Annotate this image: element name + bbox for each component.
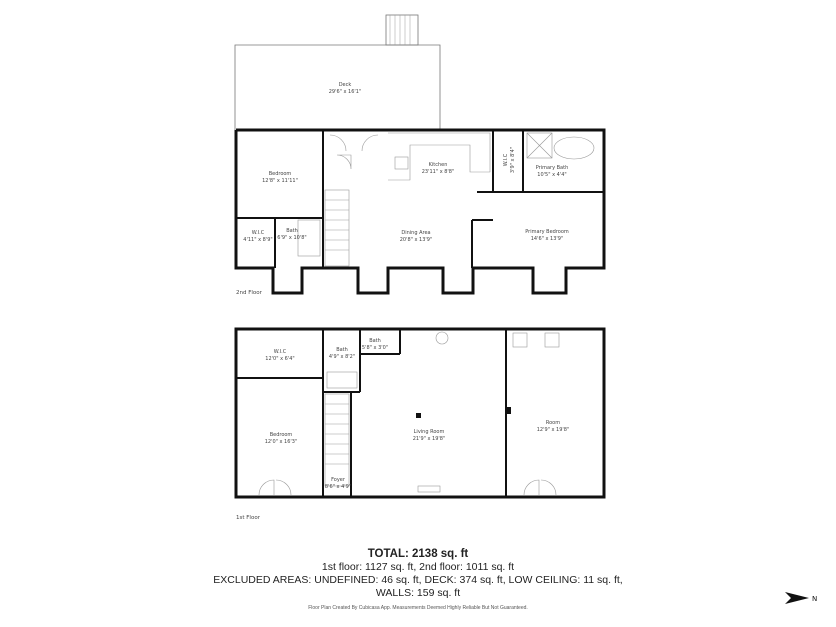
column	[416, 413, 421, 418]
second-floor-walls	[234, 128, 606, 295]
room-name: Bath	[369, 338, 381, 344]
room-dims: 21'9" x 19'8"	[413, 436, 446, 442]
room-dims: 10'5" x 4'4"	[537, 172, 566, 178]
room-dims: 3'9" x 8'4"	[510, 147, 516, 173]
second-floor-labels: Deck 29'6" x 16'1" Bedroom 12'8" x 11'11…	[236, 82, 569, 296]
room-dims: 6'9" x 10'8"	[277, 235, 306, 241]
room-name: W.I.C	[252, 230, 265, 236]
floor-label: 1st Floor	[236, 515, 261, 521]
first-floor-labels: W.I.C 12'0" x 6'4" Bath 4'9" x 8'2" Bath…	[236, 338, 569, 521]
floor-areas: 1st floor: 1127 sq. ft, 2nd floor: 1011 …	[321, 561, 515, 573]
room-dims: 12'0" x 6'4"	[265, 356, 294, 362]
room-dims: 14'6" x 13'9"	[531, 236, 564, 242]
room-name: Deck	[339, 82, 352, 88]
total-area: TOTAL: 2138 sq. ft	[367, 548, 469, 560]
room-dims: 23'11" x 8'8"	[422, 169, 455, 175]
room-dims: 12'0" x 16'3"	[265, 439, 298, 445]
room-name: Bedroom	[270, 432, 293, 438]
room-dims: 4'9" x 8'2"	[329, 354, 355, 360]
room-name: Primary Bedroom	[525, 229, 569, 235]
room-name: Bath	[286, 228, 298, 234]
room-name: Living Room	[414, 429, 445, 435]
room-name: Bath	[336, 347, 348, 353]
room-dims: 20'8" x 13'9"	[400, 237, 433, 243]
excluded-areas: EXCLUDED AREAS: UNDEFINED: 46 sq. ft, DE…	[213, 574, 623, 586]
deck	[234, 14, 441, 130]
room-name: W.I.C	[503, 153, 509, 166]
room-name: Bedroom	[269, 171, 292, 177]
room-name: W.I.C	[274, 349, 287, 355]
room-dims: 12'8" x 11'11"	[262, 178, 298, 184]
walls-area: WALLS: 159 sq. ft	[375, 587, 461, 599]
room-name: Foyer	[331, 477, 346, 483]
room-dims: 29'6" x 16'1"	[329, 89, 362, 95]
room-dims: 12'9" x 19'8"	[537, 427, 570, 433]
second-floor-fixtures	[297, 132, 595, 267]
compass-label: N	[812, 595, 817, 603]
room-dims: 5'8" x 3'0"	[362, 345, 388, 351]
column	[506, 407, 511, 414]
room-dims: 8'6" x 4'9"	[325, 484, 351, 490]
room-name: Kitchen	[429, 162, 448, 168]
credit-note: Floor Plan Created By Cubicasa App. Meas…	[308, 605, 528, 611]
first-floor-walls	[234, 327, 606, 499]
room-name: Dining Area	[401, 230, 430, 236]
room-name: Room	[546, 420, 560, 426]
room-dims: 4'11" x 8'9"	[243, 237, 272, 243]
floor-label: 2nd Floor	[236, 290, 263, 296]
first-floor-fixtures	[258, 331, 560, 496]
room-name: Primary Bath	[536, 165, 569, 171]
north-arrow-icon: N	[785, 592, 817, 604]
